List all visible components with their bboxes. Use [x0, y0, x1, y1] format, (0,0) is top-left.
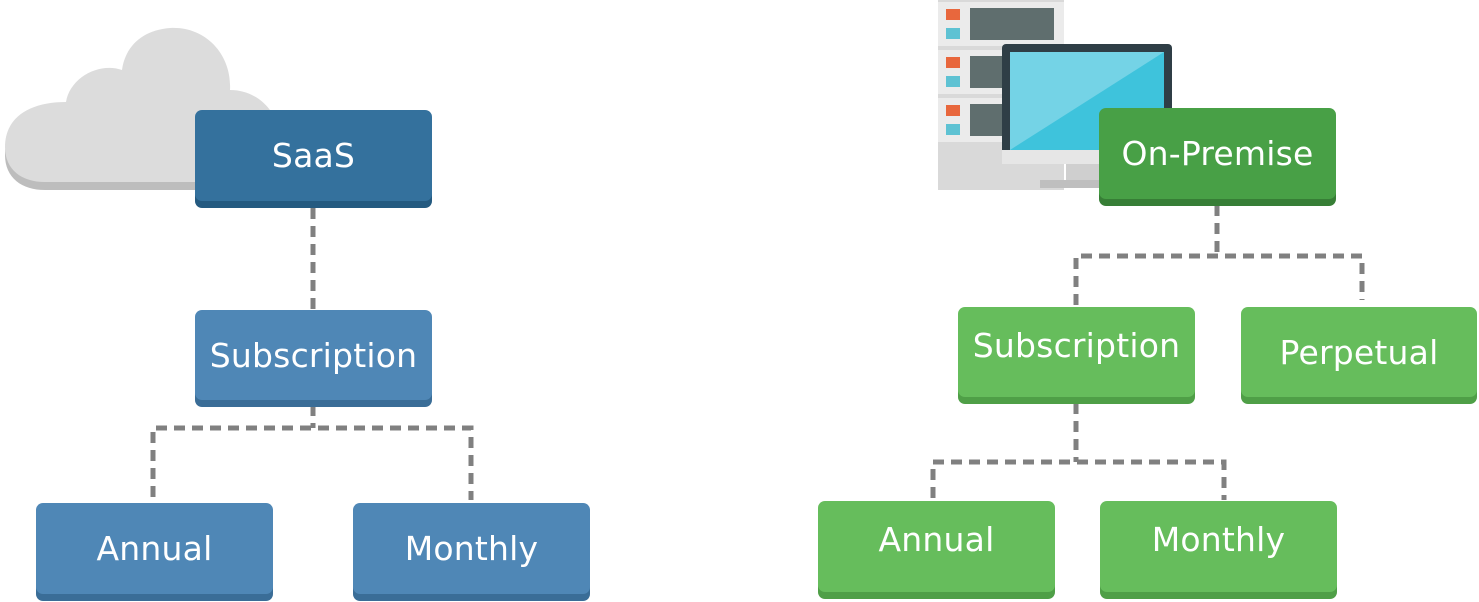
saas-monthly-node: Monthly: [353, 503, 590, 594]
saas-annual-label: Annual: [96, 529, 213, 568]
on-premise-perpetual-label: Perpetual: [1279, 332, 1439, 372]
saas-node-label: SaaS: [271, 136, 356, 175]
saas-annual-node: Annual: [36, 503, 273, 594]
saas-subscription-label: Subscription: [209, 335, 418, 375]
on-premise-node-label: On-Premise: [1121, 134, 1314, 173]
on-premise-node: On-Premise: [1099, 108, 1336, 199]
saas-node: SaaS: [195, 110, 432, 201]
on-premise-perpetual-node: Perpetual: [1241, 307, 1477, 397]
on-premise-annual-node: Annual: [818, 501, 1055, 592]
on-premise-monthly-label: Monthly: [1151, 520, 1286, 559]
saas-monthly-label: Monthly: [404, 529, 539, 568]
on-premise-subscription-node: Subscription: [958, 307, 1195, 397]
saas-connectors: [150, 208, 474, 500]
on-premise-monthly-node: Monthly: [1100, 501, 1337, 592]
on-premise-connectors: [930, 205, 1365, 500]
on-premise-subscription-label: Subscription: [972, 325, 1181, 365]
saas-subscription-node: Subscription: [195, 310, 432, 400]
on-premise-annual-label: Annual: [878, 520, 995, 559]
